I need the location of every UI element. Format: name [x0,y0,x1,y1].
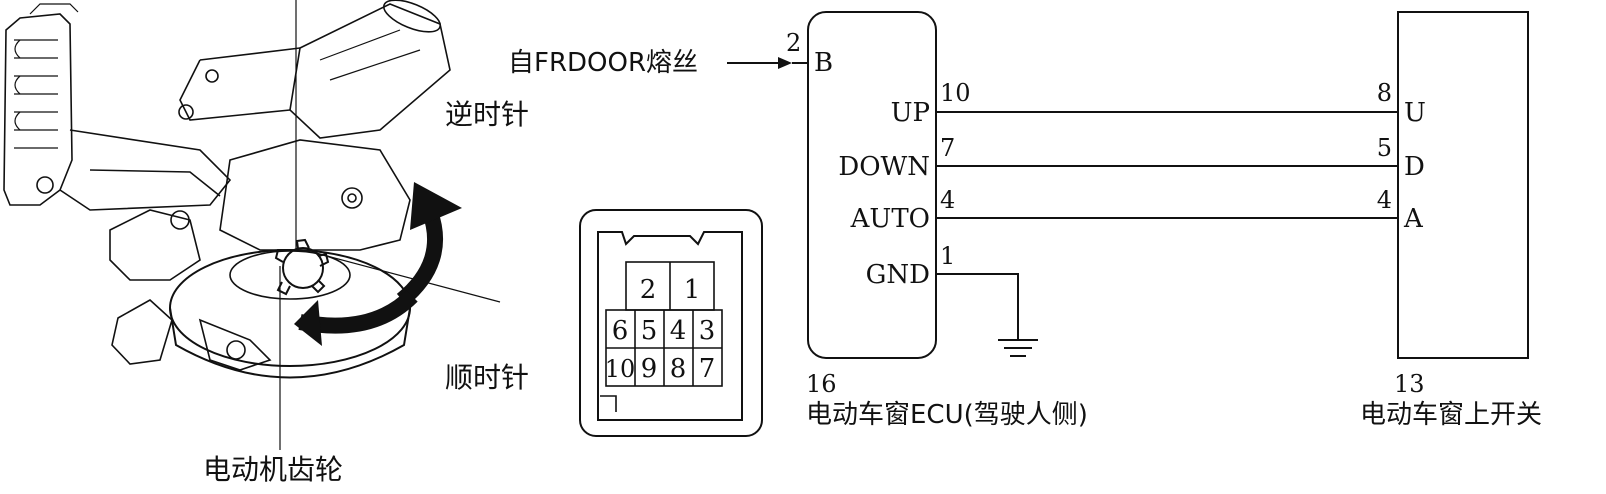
ecu-terminal-b: B [814,48,833,78]
switch-terminal-u: U [1404,98,1426,128]
ecu-pin-gnd: 1 [940,242,955,270]
pin-label: 8 [670,354,687,384]
label-motor-gear: 电动机齿轮 [203,453,343,486]
pin-label: 6 [612,316,629,346]
feed-arrow-head [778,57,792,69]
pin-label: 1 [684,275,701,305]
ecu-box [807,11,937,359]
pin-label: 10 [605,355,636,383]
wires [936,111,1398,357]
source-label: 自FRDOOR熔丝 [508,48,698,78]
ecu-name: 电动车窗ECU(驾驶人侧) [806,400,1088,430]
connector-face: 2 1 6 5 4 3 10 9 8 7 [579,209,763,437]
connector-outline [579,209,763,437]
label-ccw: 逆时针 [445,98,529,131]
switch-number: 13 [1394,370,1425,398]
pin-label: 5 [641,316,658,346]
ecu-block: B UP DOWN AUTO GND 10 7 4 1 16 电动车窗ECU(驾… [806,11,1088,430]
pin-label: 2 [640,275,657,305]
wire-gnd [936,273,1019,340]
ground-symbol [998,339,1038,357]
pin-label: 4 [670,316,687,346]
source-feed: 自FRDOOR熔丝 2 [508,29,808,78]
label-cw: 顺时针 [445,361,529,394]
cw-arrow [294,290,418,346]
switch-pin-a: 4 [1377,186,1392,214]
ecu-pin-up: 10 [940,79,971,107]
switch-terminal-a: A [1403,204,1424,234]
switch-block: U D A 8 5 4 13 电动车窗上开关 [1360,11,1542,430]
ecu-pin-down: 7 [940,134,955,162]
ecu-terminal-gnd: GND [866,260,930,290]
switch-pin-d: 5 [1377,134,1392,162]
switch-terminal-d: D [1404,152,1425,182]
ecu-number: 16 [806,370,837,398]
pin-label: 3 [699,316,716,346]
switch-name: 电动车窗上开关 [1360,400,1542,430]
pin-label: 7 [699,354,716,384]
motor-illustration: 逆时针 顺时针 电动机齿轮 [3,0,529,486]
ecu-terminal-auto: AUTO [850,204,930,234]
ccw-arrow [396,182,462,307]
pointer-line-right [311,251,501,303]
switch-pin-u: 8 [1377,79,1392,107]
ecu-pin-auto: 4 [940,186,955,214]
pin-label: 9 [641,354,658,384]
switch-box [1397,11,1529,359]
ecu-terminal-down: DOWN [838,152,930,182]
ecu-terminal-up: UP [891,98,930,128]
source-pin: 2 [786,29,801,57]
motor-gear [274,238,330,296]
